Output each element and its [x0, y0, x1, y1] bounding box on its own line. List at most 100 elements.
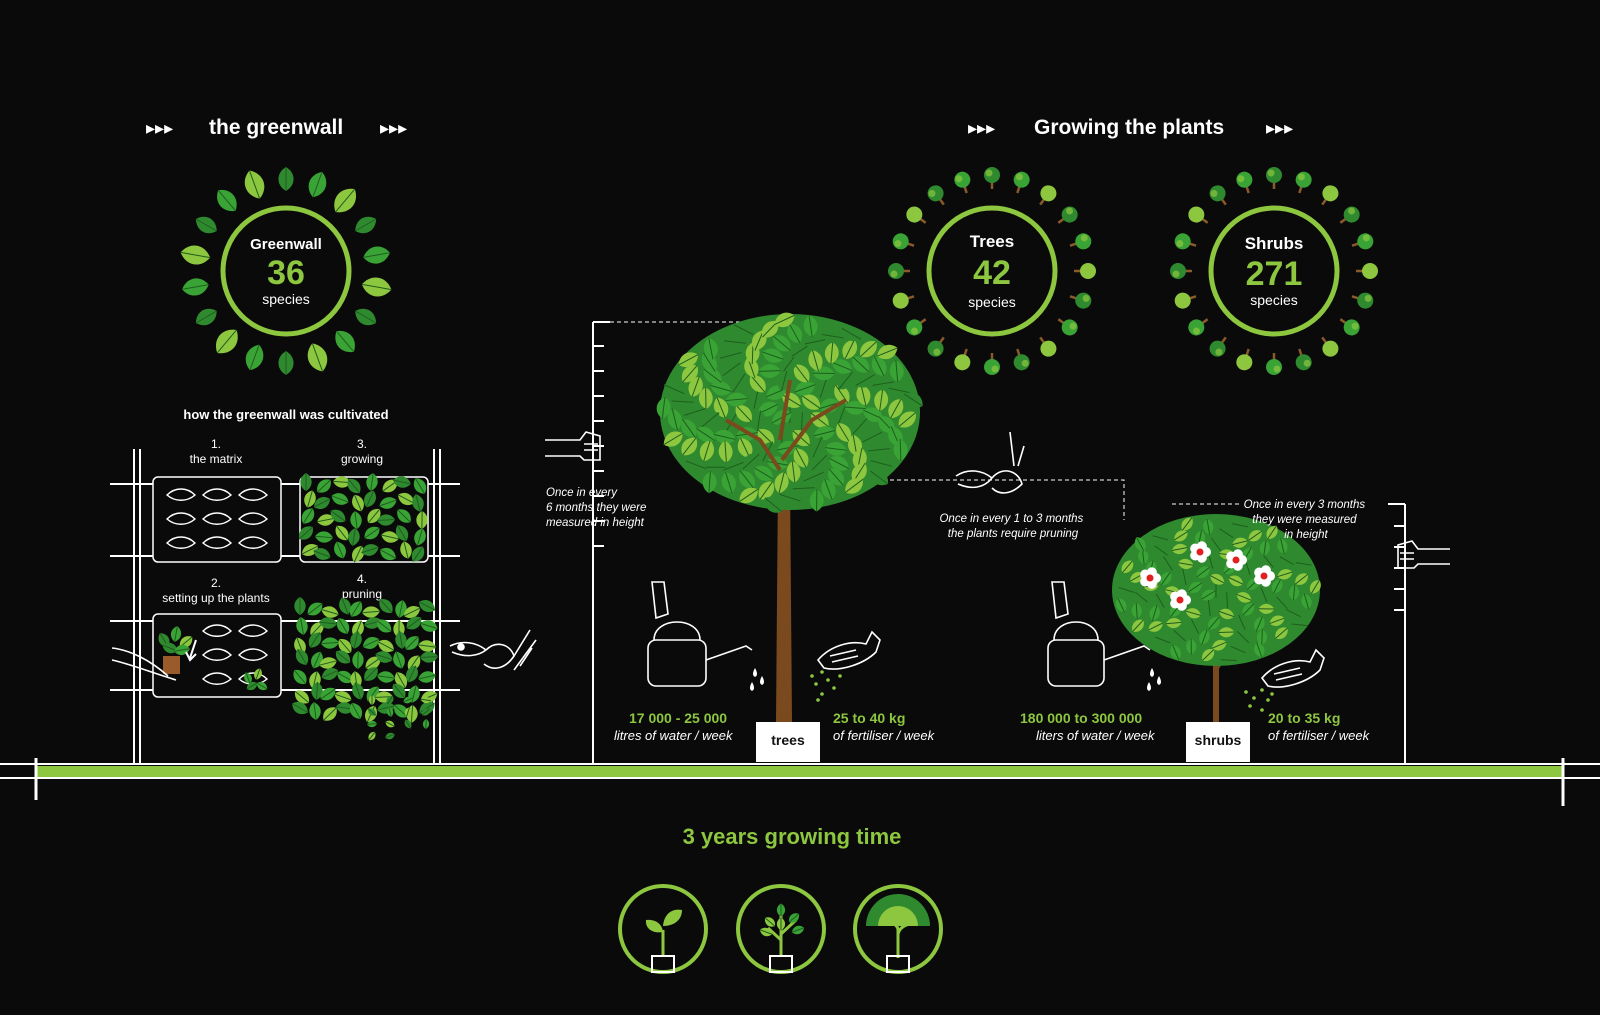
leaf-icon — [1134, 591, 1148, 603]
leaf-icon — [816, 376, 831, 398]
leaf-icon — [1211, 639, 1227, 651]
step-label: pruning — [342, 587, 382, 601]
tree-icon — [1188, 206, 1209, 224]
leaf-icon — [1203, 518, 1214, 535]
leaf-icon — [395, 524, 409, 542]
leaf-icon — [349, 702, 363, 720]
leaf-icon — [825, 442, 848, 456]
leaf-icon — [1154, 544, 1168, 557]
leaf-icon — [1162, 556, 1174, 571]
trees-species-counter: Trees 42 species — [888, 167, 1096, 375]
leaf-icon — [810, 436, 825, 458]
tree-icon — [1295, 348, 1312, 371]
leaf-icon — [363, 246, 390, 264]
shrub-ring — [1170, 167, 1378, 375]
flower-icon — [1170, 589, 1191, 611]
tree-icon — [892, 292, 915, 309]
leaf-icon — [773, 335, 791, 352]
leaf-icon — [385, 720, 395, 728]
leaf-icon — [813, 426, 836, 441]
leaf-icon — [681, 365, 698, 383]
leaf-icon — [1228, 575, 1244, 587]
tree-icon — [1295, 171, 1312, 194]
leaf-icon — [751, 410, 766, 433]
step-number: 2. — [211, 576, 221, 590]
leaf-icon — [323, 707, 337, 721]
leaf-icon — [1277, 538, 1288, 555]
tree-icon — [1039, 336, 1057, 357]
leaf-icon — [776, 917, 786, 931]
tree-icon — [1321, 185, 1339, 206]
leaf-icon — [718, 440, 733, 463]
leaf-icon — [855, 372, 876, 388]
tree-icon — [954, 348, 971, 371]
tree-icon — [984, 353, 1000, 375]
leaf-icon — [294, 690, 310, 704]
tree-icon — [1266, 167, 1282, 189]
leaf-icon — [295, 648, 309, 666]
leaf-icon — [703, 367, 722, 384]
leaf-icon — [698, 387, 713, 410]
leaf-icon — [829, 456, 849, 471]
tree-icon — [1174, 233, 1197, 250]
leaf-icon — [903, 392, 923, 408]
leaf-icon — [418, 599, 436, 613]
leaf-icon — [1173, 530, 1188, 542]
leaf-icon — [216, 329, 238, 354]
tree-icon — [1339, 206, 1360, 224]
leaf-icon — [403, 606, 421, 618]
leaf-icon — [1188, 581, 1203, 593]
leaf-icon — [1230, 644, 1246, 655]
leaf-icon — [722, 361, 741, 377]
leaf-icon — [1199, 629, 1210, 645]
shrub-illustration: shrubs — [1112, 514, 1321, 762]
watering-can-icon — [1047, 581, 1151, 687]
leaf-icon — [678, 352, 699, 368]
leaf-icon — [336, 670, 354, 684]
leaf-icon — [294, 597, 306, 615]
leaf-icon — [844, 400, 867, 415]
tree-icon — [1351, 292, 1374, 309]
leaf-icon — [1181, 517, 1193, 531]
leaf-icon — [828, 468, 845, 486]
leaf-icon — [376, 619, 392, 633]
leaf-icon — [1285, 607, 1301, 619]
leaf-icon — [338, 638, 352, 654]
leaf-icon — [681, 419, 697, 438]
leaf-icon — [308, 632, 322, 648]
leaf-icon — [1277, 569, 1293, 580]
leaf-icon — [792, 481, 815, 496]
leaf-icon — [352, 682, 364, 700]
fertiliser-granules-icon — [810, 670, 842, 702]
tree-icon — [1356, 263, 1378, 279]
leaf-icon — [779, 490, 801, 505]
cultivation-title: how the greenwall was cultivated — [183, 407, 388, 422]
leaf-icon — [379, 598, 393, 614]
leaf-icon — [313, 496, 331, 510]
tree-icon — [1174, 292, 1197, 309]
leaf-icon — [411, 546, 425, 562]
leaf-icon — [1222, 592, 1233, 609]
leaf-icon — [862, 429, 883, 445]
counter-label: Trees — [970, 232, 1014, 251]
leaf-icon — [794, 381, 816, 396]
step-3-growing: 3. growing — [298, 437, 429, 563]
leaf-icon — [762, 348, 784, 363]
leaf-icon — [725, 392, 748, 407]
leaf-icon — [386, 695, 394, 705]
leaf-icon — [667, 408, 682, 431]
grown-tree-icon — [853, 884, 943, 974]
leaf-icon — [397, 509, 411, 523]
measuring-hand-icon — [1397, 540, 1450, 569]
leaf-icon — [872, 376, 895, 391]
tree-icon — [906, 318, 927, 336]
leaf-icon — [1301, 593, 1312, 610]
leaf-icon — [320, 687, 336, 701]
leaf-icon — [1254, 642, 1265, 658]
leaf-icon — [868, 442, 891, 457]
leaf-icon — [1259, 540, 1270, 557]
leaf-icon — [681, 437, 698, 456]
leaf-icon — [869, 469, 889, 486]
leaf-icon — [701, 411, 720, 428]
tree-icon — [1013, 171, 1030, 194]
